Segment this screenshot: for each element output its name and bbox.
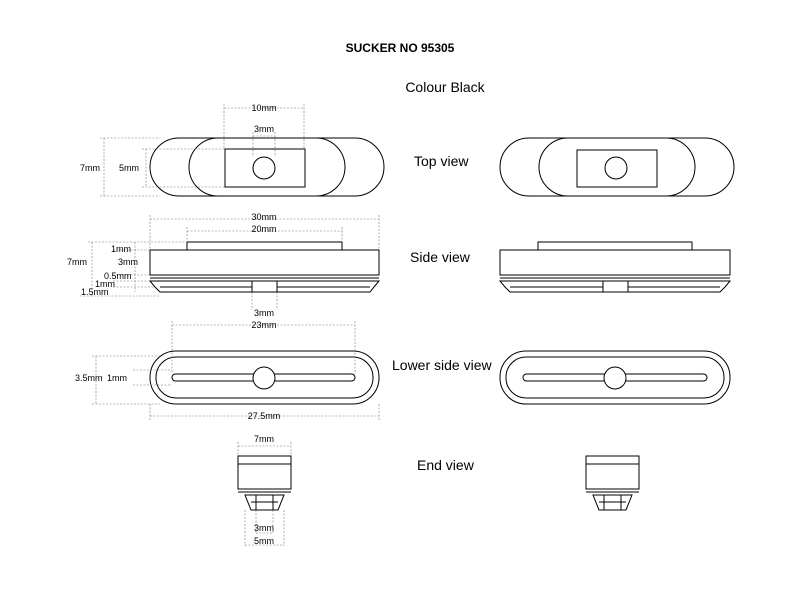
side-view-nozzle (251, 280, 278, 293)
lower-view-hole (252, 366, 276, 390)
top-dim-3mm: 3mm (254, 124, 274, 134)
end-dim-3mm: 3mm (254, 523, 274, 533)
side-dim-7mm: 7mm (67, 257, 87, 267)
end-view-label: End view (417, 457, 474, 473)
top-view-label: Top view (414, 153, 469, 169)
side-dim-1mm-top: 1mm (111, 244, 131, 254)
drawing-title: SUCKER NO 95305 (345, 41, 455, 55)
side-view-top-plate (186, 241, 343, 251)
top-dim-7mm: 7mm (80, 163, 100, 173)
lower-dim-3-5mm: 3.5mm (75, 373, 103, 383)
side-view-dimensioned: 30mm 20mm 7mm 1mm 3mm 0.5mm 1mm 1.5mm 3m… (67, 212, 381, 318)
top-view-dimensioned: 10mm 3mm 7mm 5mm (80, 103, 385, 197)
end-dim-7mm: 7mm (254, 434, 274, 444)
lower-dim-1mm: 1mm (107, 373, 127, 383)
colour-label: Colour Black (405, 79, 485, 95)
lower-dim-23mm: 23mm (251, 320, 276, 330)
end-view-dimensioned: 7mm 3mm 5mm (237, 434, 292, 546)
top-view-hole (252, 156, 276, 180)
side-view-plain (498, 241, 732, 293)
side-view-body (149, 249, 380, 276)
side-dim-1mm-lip: 1mm (95, 279, 115, 289)
side-dim-20mm: 20mm (251, 224, 276, 234)
lower-view-dimensioned: 23mm 3.5mm 1mm 27.5mm (75, 320, 380, 421)
lower-dim-27-5mm: 27.5mm (248, 411, 281, 421)
top-dim-5mm: 5mm (119, 163, 139, 173)
side-dim-3mm: 3mm (118, 257, 138, 267)
side-dim-0-5mm: 0.5mm (104, 271, 132, 281)
end-dim-5mm: 5mm (254, 536, 274, 546)
side-view-label: Side view (410, 249, 470, 265)
lower-view-plain (499, 350, 731, 405)
end-view-plain (585, 455, 640, 511)
side-dim-nozzle-3mm: 3mm (254, 308, 274, 318)
top-dim-10mm: 10mm (251, 103, 276, 113)
side-dim-30mm: 30mm (251, 212, 276, 222)
top-view-left-arc (188, 137, 219, 197)
end-view-top-plate (237, 455, 292, 465)
side-dim-1-5mm: 1.5mm (81, 287, 109, 297)
end-view-body (237, 463, 292, 490)
top-view-right-arc (315, 137, 346, 197)
top-view-plain (499, 137, 735, 197)
lower-side-view-label: Lower side view (392, 357, 492, 373)
